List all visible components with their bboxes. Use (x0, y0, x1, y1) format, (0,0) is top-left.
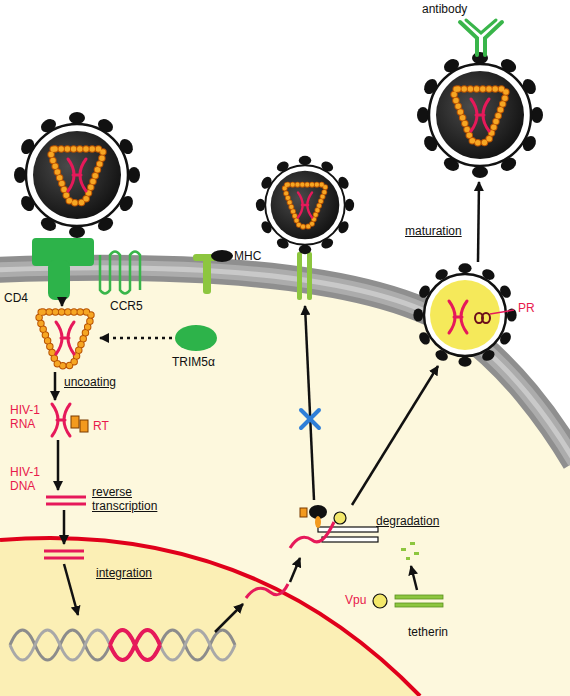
molecule-label: TRIM5α (172, 356, 215, 370)
ccr5-coreceptor (100, 252, 140, 294)
nuclear-envelope (0, 538, 420, 696)
antibody-label: antibody (422, 3, 467, 17)
hiv-dna (44, 497, 86, 558)
leader-line (490, 310, 514, 314)
antibody-shape (460, 20, 502, 55)
host-chromatin (10, 630, 235, 660)
step-label: degradation (376, 515, 439, 529)
env-receptor (297, 252, 312, 300)
viral-mrna (246, 584, 288, 598)
cd4-receptor (32, 238, 94, 300)
enzyme-label: PR (518, 302, 535, 316)
rt-enzyme (71, 416, 88, 432)
molecule-label: CCR5 (110, 300, 143, 314)
hiv-rna (52, 404, 70, 436)
degraded-fragments (401, 542, 419, 560)
dotted-arrow (100, 337, 172, 340)
trim5a-protein (175, 325, 217, 351)
virion (417, 52, 543, 178)
step-label: uncoating (64, 376, 116, 390)
mhc-molecule (193, 250, 233, 294)
molecule-label: MHC (234, 250, 261, 264)
step-label: integration (96, 567, 152, 581)
nucleus (0, 538, 420, 696)
process-arrow (55, 182, 479, 632)
vpu-protein (373, 594, 387, 608)
step-label: reverse transcription (92, 486, 174, 514)
tetherin-protein (395, 595, 443, 607)
genome-label: HIV-1 DNA (10, 466, 48, 494)
capsid (39, 312, 91, 366)
translation-complex (290, 505, 378, 548)
enzyme-label: RT (93, 420, 109, 434)
molecule-label: CD4 (4, 292, 28, 306)
budding-virion (413, 263, 516, 366)
protein-label: Vpu (345, 594, 366, 608)
virion (14, 112, 140, 238)
step-label: maturation (405, 225, 462, 239)
genome-label: HIV-1 RNA (10, 404, 48, 432)
blocked-mark (301, 410, 319, 428)
protein-label: tetherin (408, 626, 448, 640)
virion (256, 156, 354, 254)
cytoplasm (0, 268, 570, 696)
cell-membrane (0, 268, 570, 462)
